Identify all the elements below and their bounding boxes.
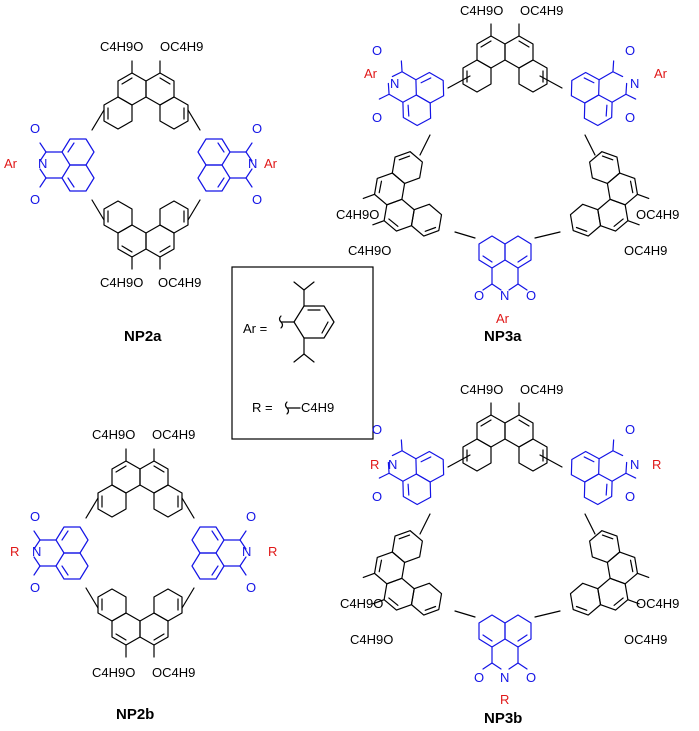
np3b-bottom-substituent: R (500, 692, 509, 707)
np2b-left-substituent: R (10, 544, 19, 559)
np3a-left-imide (376, 56, 451, 131)
np2a-right-nitrogen: N (248, 156, 257, 171)
aryl-group-structure (278, 281, 335, 363)
legend-r-group: C4H9 (301, 400, 334, 415)
np3b-right-oxygen-bottom: O (625, 489, 635, 504)
np3b-top-right-alkoxy: OC4H9 (520, 382, 563, 397)
np3b-left-substituent: R (370, 457, 379, 472)
np3b-label: NP3b (484, 710, 522, 727)
np2a-right-oxygen-top: O (252, 121, 262, 136)
np3a-top-right-alkoxy: OC4H9 (520, 3, 563, 18)
np3b-bottom-nitrogen: N (500, 670, 509, 685)
legend-box (231, 266, 374, 440)
legend-ar-label: Ar = (243, 321, 267, 336)
np3a-bottom-oxygen-right: O (526, 288, 536, 303)
np3b-top-phenanthrene (462, 402, 548, 472)
np3b-right-substituent: R (652, 457, 661, 472)
np2b-left-oxygen-top: O (30, 509, 40, 524)
np3b-left-oxygen-bottom: O (372, 489, 382, 504)
substituent-legend: Ar = R = C4H9 (231, 266, 374, 440)
np2a-bottom-right-alkoxy: OC4H9 (158, 275, 201, 290)
np3a-right-nitrogen: N (630, 76, 639, 91)
np3a-bottom-nitrogen: N (500, 288, 509, 303)
np3b-left-phenanthrene (353, 527, 447, 631)
np2a-right-substituent: Ar (264, 156, 278, 171)
np2a-structure: C4H9O OC4H9 O O N Ar O O N Ar C4H9O OC4H… (4, 39, 278, 345)
np2b-right-oxygen-bottom: O (246, 580, 256, 595)
np3b-right-oxygen-top: O (625, 422, 635, 437)
np2b-top-phenanthrene (97, 448, 183, 518)
np3a-right-oxygen-bottom: O (625, 110, 635, 125)
np3b-top-left-alkoxy: C4H9O (460, 382, 503, 397)
np3a-bottom-substituent: Ar (496, 311, 510, 326)
np2a-right-imide (197, 138, 253, 192)
np2a-bottom-left-alkoxy: C4H9O (100, 275, 143, 290)
np2b-left-oxygen-bottom: O (30, 580, 40, 595)
np2a-label: NP2a (124, 328, 162, 345)
np2b-label: NP2b (116, 706, 154, 723)
np2b-right-substituent: R (268, 544, 277, 559)
np3a-right-substituent: Ar (654, 66, 668, 81)
np2b-structure: C4H9O OC4H9 O O N R O O N R C4H9O OC4H9 … (10, 427, 277, 723)
np3b-left-alkoxy-2: C4H9O (350, 632, 393, 647)
np3a-structure: C4H9O OC4H9 O O N Ar O O N Ar C4H9O C4H9… (336, 3, 679, 345)
np3b-left-nitrogen: N (388, 457, 397, 472)
np3b-bottom-oxygen-right: O (526, 670, 536, 685)
np2b-top-right-alkoxy: OC4H9 (152, 427, 195, 442)
np3b-right-nitrogen: N (630, 457, 639, 472)
np2a-top-right-alkoxy: OC4H9 (160, 39, 203, 54)
np2a-bottom-phenanthrene (103, 200, 189, 270)
np2b-top-left-alkoxy: C4H9O (92, 427, 135, 442)
np2a-top-left-alkoxy: C4H9O (100, 39, 143, 54)
np3b-left-imide (376, 435, 451, 510)
np3a-left-phenanthrene (353, 148, 447, 252)
np3b-bottom-imide (478, 614, 532, 670)
np3b-right-alkoxy-2: OC4H9 (624, 632, 667, 647)
np2b-right-oxygen-top: O (246, 509, 256, 524)
np3a-left-substituent: Ar (364, 66, 378, 81)
np3a-left-nitrogen: N (390, 76, 399, 91)
np3b-structure: C4H9O OC4H9 O O N R O O N R C4H9O C4H9O … (340, 382, 679, 727)
np3a-left-oxygen-top: O (372, 43, 382, 58)
np2b-right-nitrogen: N (242, 544, 251, 559)
np3a-label: NP3a (484, 328, 522, 345)
np2b-right-imide (191, 526, 247, 580)
np2a-right-oxygen-bottom: O (252, 192, 262, 207)
legend-r-label: R = (252, 400, 273, 415)
np3a-bottom-imide (478, 235, 532, 291)
np3a-right-phenanthrene (565, 148, 659, 252)
np3b-left-oxygen-top: O (372, 422, 382, 437)
np3b-left-alkoxy-1: C4H9O (340, 596, 383, 611)
np2a-left-imide (39, 138, 95, 192)
np3a-left-alkoxy-1: C4H9O (336, 207, 379, 222)
np3a-left-alkoxy-2: C4H9O (348, 243, 391, 258)
np3b-right-alkoxy-1: OC4H9 (636, 596, 679, 611)
np2a-left-oxygen-bottom: O (30, 192, 40, 207)
np3a-right-oxygen-top: O (625, 43, 635, 58)
np2b-bottom-left-alkoxy: C4H9O (92, 665, 135, 680)
np3a-top-phenanthrene (462, 23, 548, 93)
np3b-right-phenanthrene (565, 527, 659, 631)
np2a-left-substituent: Ar (4, 156, 18, 171)
np2a-left-oxygen-top: O (30, 121, 40, 136)
np2a-top-phenanthrene (103, 60, 189, 130)
np3a-right-alkoxy-1: OC4H9 (636, 207, 679, 222)
np3b-bottom-oxygen-left: O (474, 670, 484, 685)
np3a-bottom-oxygen-left: O (474, 288, 484, 303)
np2b-left-imide (33, 526, 89, 580)
np2b-left-nitrogen: N (32, 544, 41, 559)
np2b-bottom-phenanthrene (97, 588, 183, 658)
np2b-bottom-right-alkoxy: OC4H9 (152, 665, 195, 680)
np3a-top-left-alkoxy: C4H9O (460, 3, 503, 18)
np3a-right-alkoxy-2: OC4H9 (624, 243, 667, 258)
np3a-left-oxygen-bottom: O (372, 110, 382, 125)
np2a-left-nitrogen: N (38, 156, 47, 171)
